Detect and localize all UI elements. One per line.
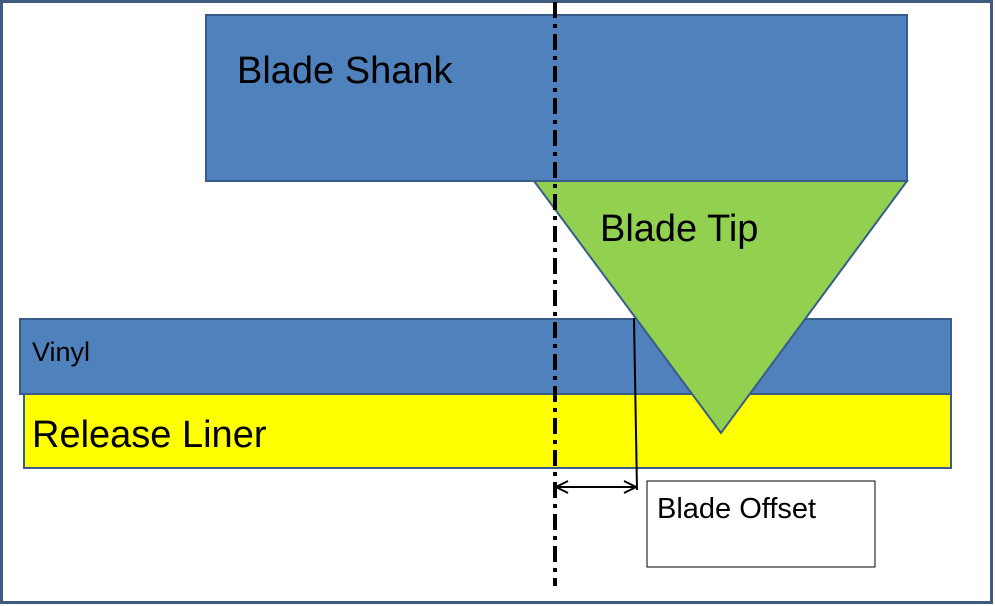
arrowhead-left-icon <box>553 480 569 494</box>
blade-offset-label: Blade Offset <box>657 493 816 525</box>
vinyl-layer <box>19 318 952 395</box>
arrowhead-right-icon <box>623 480 639 494</box>
offset-reference-line <box>633 317 638 491</box>
release-liner-label: Release Liner <box>32 414 267 456</box>
blade-tip <box>532 180 909 435</box>
blade-tip-label: Blade Tip <box>600 208 758 250</box>
blade-shank-label: Blade Shank <box>237 50 453 92</box>
vinyl-label: Vinyl <box>32 337 90 367</box>
blade-offset-label-box <box>646 480 876 568</box>
